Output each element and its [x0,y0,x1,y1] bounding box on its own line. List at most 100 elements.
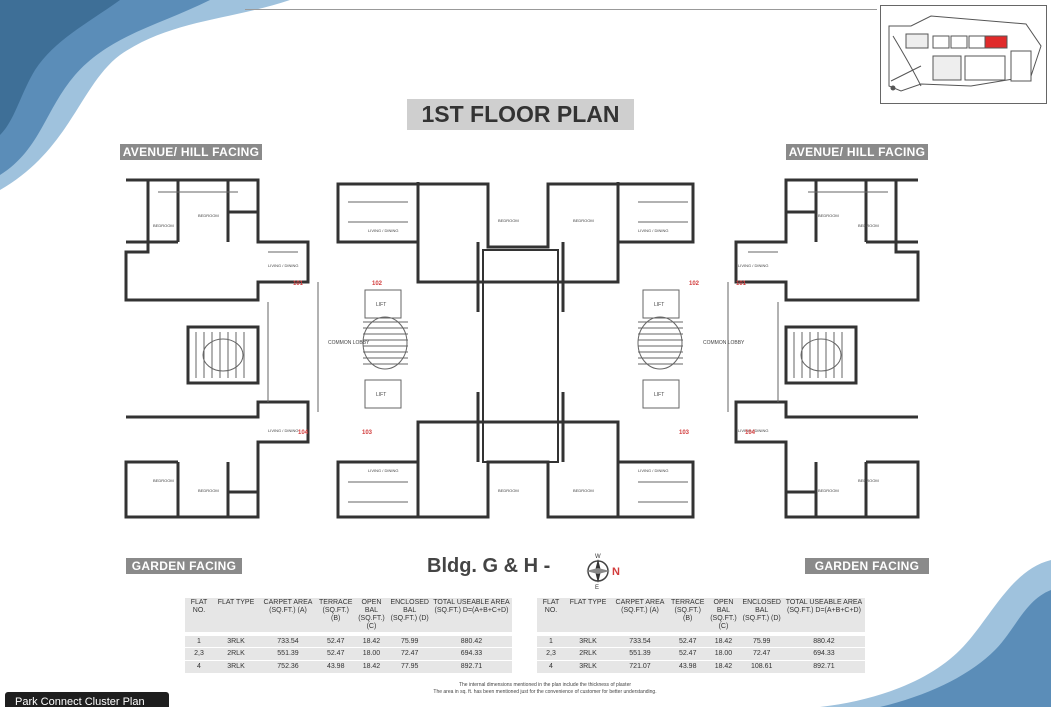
cell: 18.00 [706,646,741,660]
cell: 880.42 [782,633,865,647]
header-cell: TERRACE (SQ.FT.) (B) [317,598,355,636]
cell: 2RLK [213,646,259,660]
common-lobby-label-left: COMMON LOBBY [328,340,370,346]
wave-bottom-right [820,560,1051,707]
header-cell: ENCLOSED BAL (SQ.FT.) (D) [388,598,431,636]
svg-text:LIVING / DINING: LIVING / DINING [738,263,768,268]
svg-text:LIVING / DINING: LIVING / DINING [638,468,668,473]
cell: 72.47 [388,646,431,660]
cell: 721.07 [611,659,669,673]
cell: 892.71 [782,659,865,673]
footnote-line-2: The area in sq. ft. has been mentioned j… [433,689,657,695]
cell: 4 [537,659,565,673]
cell: 72.47 [740,646,783,660]
lift-label-3: LIFT [654,302,664,308]
cell: 1 [185,633,213,647]
cell: 694.33 [782,646,865,660]
svg-text:LIVING / DINING: LIVING / DINING [368,468,398,473]
cell: 3RLK [213,633,259,647]
common-lobby-label-right: COMMON LOBBY [703,340,745,346]
svg-text:BEDROOM: BEDROOM [153,478,174,483]
cell: 551.39 [611,646,669,660]
cell: 77.95 [388,659,431,673]
flat-no-102-right: 102 [689,281,700,287]
svg-text:LIVING / DINING: LIVING / DINING [368,228,398,233]
svg-text:BEDROOM: BEDROOM [198,488,219,493]
flat-no-103-right: 103 [679,430,690,436]
table-header-row: FLAT NO. FLAT TYPE CARPET AREA (SQ.FT.) … [185,598,512,636]
cell: 892.71 [430,659,512,673]
lift-label-1: LIFT [376,302,386,308]
cell: 75.99 [740,633,783,647]
header-cell: OPEN BAL (SQ.FT.) (C) [706,598,741,636]
cell: 52.47 [317,646,355,660]
key-plan [880,5,1047,104]
compass-n: N [612,566,620,578]
flat-no-102-left: 102 [372,281,383,287]
header-cell: CARPET AREA (SQ.FT.) (A) [611,598,669,636]
header-cell: TOTAL USEABLE AREA (SQ.FT.) D=(A+B+C+D) [782,598,865,636]
cell: 43.98 [317,659,355,673]
flat-no-101-left: 101 [293,281,304,287]
cell: 3RLK [213,659,259,673]
area-table-right: FLAT NO. FLAT TYPE CARPET AREA (SQ.FT.) … [537,598,865,673]
lift-label-4: LIFT [654,392,664,398]
svg-text:BEDROOM: BEDROOM [818,488,839,493]
cell: 43.98 [669,659,707,673]
header-cell: ENCLOSED BAL (SQ.FT.) (D) [740,598,783,636]
header-cell: TOTAL USEABLE AREA (SQ.FT.) D=(A+B+C+D) [430,598,512,636]
svg-text:BEDROOM: BEDROOM [818,213,839,218]
cell: 18.42 [706,659,741,673]
header-cell: TERRACE (SQ.FT.) (B) [669,598,707,636]
cell: 733.54 [611,633,669,647]
header-cell: FLAT NO. [185,598,213,636]
cell: 52.47 [669,646,707,660]
cell: 75.99 [388,633,431,647]
page-title: 1ST FLOOR PLAN [407,99,634,130]
facing-label-top-right: AVENUE/ HILL FACING [786,144,928,160]
footnote: The internal dimensions mentioned in the… [380,682,710,696]
cell: 2,3 [537,646,565,660]
compass-w: W [595,554,601,560]
svg-text:BEDROOM: BEDROOM [198,213,219,218]
svg-text:LIVING / DINING: LIVING / DINING [268,263,298,268]
header-cell: FLAT NO. [537,598,565,636]
cell: 694.33 [430,646,512,660]
svg-text:BEDROOM: BEDROOM [153,223,174,228]
flat-no-103-left: 103 [362,430,373,436]
top-rule [245,9,877,10]
cell: 108.61 [740,659,783,673]
cell: 2RLK [565,646,611,660]
header-cell: OPEN BAL (SQ.FT.) (C) [354,598,389,636]
cell: 4 [185,659,213,673]
svg-text:BEDROOM: BEDROOM [858,223,879,228]
svg-text:BEDROOM: BEDROOM [573,488,594,493]
cell: 3RLK [565,633,611,647]
header-cell: FLAT TYPE [565,598,611,636]
image-caption: Park Connect Cluster Plan [5,692,169,707]
cell: 18.00 [354,646,389,660]
table-header-row: FLAT NO. FLAT TYPE CARPET AREA (SQ.FT.) … [537,598,865,636]
compass-e: E [595,585,599,590]
facing-label-bottom-right: GARDEN FACING [805,558,929,574]
svg-text:LIVING / DINING: LIVING / DINING [638,228,668,233]
cell: 551.39 [259,646,317,660]
facing-label-bottom-left: GARDEN FACING [126,558,242,574]
area-table-left: FLAT NO. FLAT TYPE CARPET AREA (SQ.FT.) … [185,598,512,673]
flat-no-104-left: 104 [298,430,309,436]
cell: 880.42 [430,633,512,647]
cell: 18.42 [354,659,389,673]
cell: 52.47 [669,633,707,647]
wave-top-left [0,0,290,190]
header-cell: FLAT TYPE [213,598,259,636]
cell: 52.47 [317,633,355,647]
cell: 1 [537,633,565,647]
cell: 18.42 [706,633,741,647]
floor-plan-drawing: BEDROOM BEDROOM LIVING / DINING BEDROOM BED… [124,178,920,519]
cell: 3RLK [565,659,611,673]
